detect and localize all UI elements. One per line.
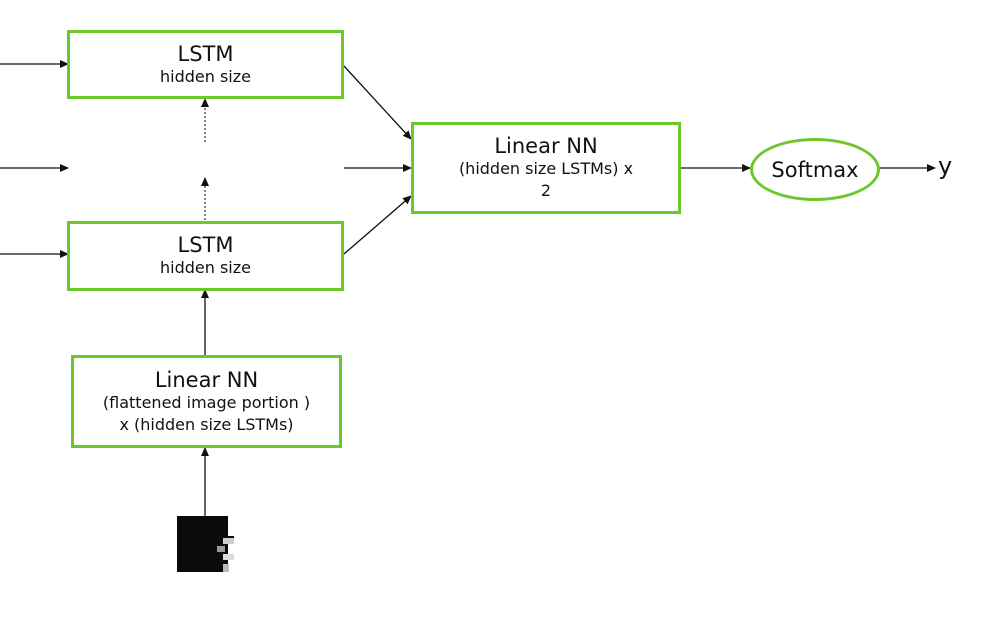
linear-bottom-box: Linear NN (flattened image portion ) x (… bbox=[71, 355, 342, 448]
lstm-bottom-title: LSTM bbox=[177, 233, 234, 257]
lstm-bottom-box: LSTM hidden size bbox=[67, 221, 344, 291]
linear-right-line2: 2 bbox=[540, 181, 552, 200]
linear-bottom-title: Linear NN bbox=[154, 367, 259, 392]
softmax-label: Softmax bbox=[771, 157, 859, 182]
linear-right-box: Linear NN (hidden size LSTMs) x 2 bbox=[411, 122, 681, 214]
linear-bottom-line2: x (hidden size LSTMs) bbox=[119, 414, 294, 434]
arrow-lstm-bottom-to-linear bbox=[343, 195, 412, 255]
linear-right-title: Linear NN bbox=[494, 134, 598, 158]
input-image-patch bbox=[177, 516, 234, 572]
lstm-bottom-subtitle: hidden size bbox=[160, 258, 251, 277]
softmax-node: Softmax bbox=[750, 138, 880, 201]
linear-bottom-line1: (flattened image portion ) bbox=[102, 392, 311, 412]
linear-right-line1: (hidden size LSTMs) x bbox=[458, 159, 634, 178]
arrow-lstm-top-to-linear bbox=[343, 65, 412, 140]
lstm-top-box: LSTM hidden size bbox=[67, 30, 344, 99]
lstm-top-subtitle: hidden size bbox=[160, 66, 251, 86]
lstm-top-title: LSTM bbox=[177, 41, 234, 66]
output-label: y bbox=[938, 152, 953, 180]
